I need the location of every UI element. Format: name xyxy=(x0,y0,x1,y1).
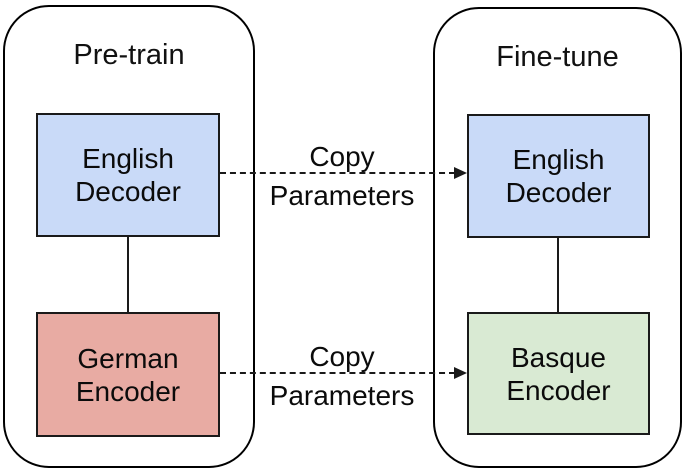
arrow-head-icon xyxy=(454,367,467,379)
copy-parameters-label-line2-top: Parameters xyxy=(269,180,415,211)
copy-parameters-label-line1-bottom: Copy xyxy=(309,341,375,372)
copy-parameters-label-line1-top: Copy xyxy=(309,141,375,172)
node-label: English Decoder xyxy=(75,143,181,207)
arrow-head-icon xyxy=(454,167,467,179)
copy-parameters-arrow-line-bottom xyxy=(220,372,455,374)
panel-title-finetune: Fine-tune xyxy=(496,41,619,73)
connector-finetune-decoder-encoder xyxy=(557,238,559,312)
node-basque-encoder-finetune: Basque Encoder xyxy=(467,312,650,435)
copy-parameters-label-line2-bottom: Parameters xyxy=(269,380,415,411)
node-german-encoder-pretrain: German Encoder xyxy=(36,312,220,437)
node-label: Basque Encoder xyxy=(506,341,611,406)
node-label: English Decoder xyxy=(505,144,612,208)
node-english-decoder-pretrain: English Decoder xyxy=(36,113,220,237)
copy-parameters-arrow-line-top xyxy=(220,172,455,174)
node-label: German Encoder xyxy=(75,342,181,407)
panel-title-pretrain: Pre-train xyxy=(73,39,185,71)
connector-pretrain-decoder-encoder xyxy=(127,237,129,312)
node-english-decoder-finetune: English Decoder xyxy=(467,114,650,238)
